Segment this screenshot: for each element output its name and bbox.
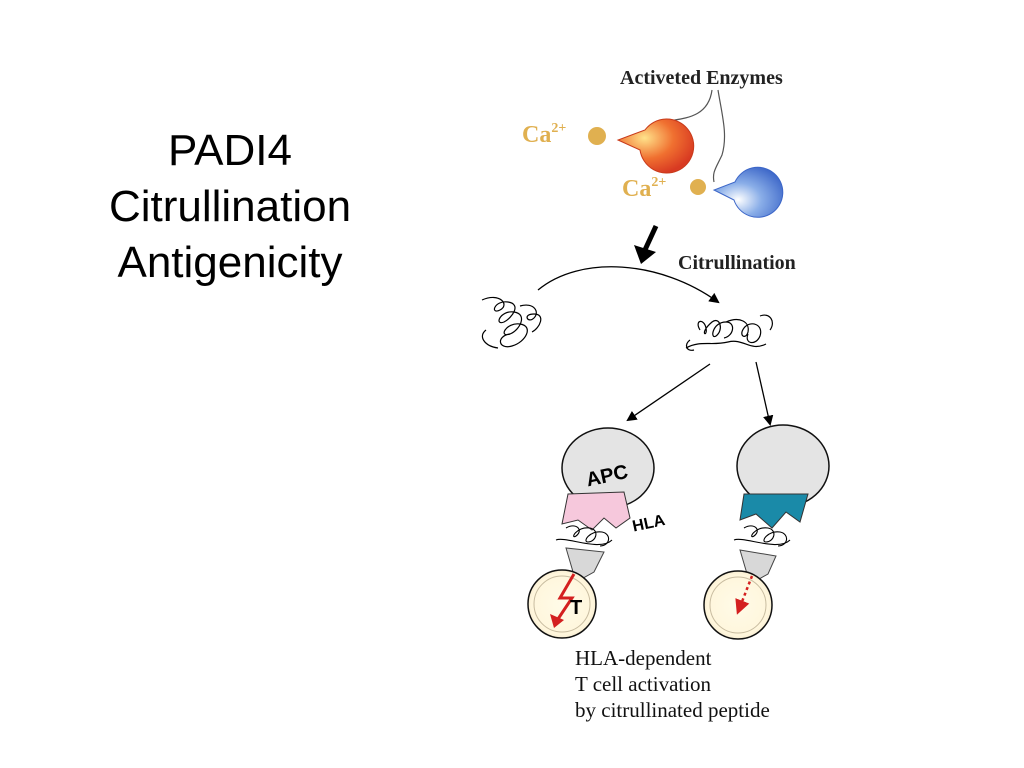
hla-molecule-pink [561, 491, 631, 531]
red-enzyme-icon [588, 118, 695, 174]
native-peptide-icon [481, 296, 542, 349]
citrullination-curved-arrow [537, 266, 720, 304]
title-line-padi4: PADI4 [168, 126, 292, 175]
bound-peptide-left-icon [555, 525, 613, 547]
hla-label: HLA [631, 512, 667, 536]
calcium-label-red: Ca2+ [522, 121, 566, 148]
title-line-citrullination: Citrullination [108, 182, 352, 231]
title-line-antigenicity: Antigenicity [117, 238, 343, 287]
caption: HLA-dependent T cell activation by citru… [575, 646, 770, 722]
citrullinated-peptide-icon [685, 314, 773, 351]
caption-line-1: HLA-dependent [575, 646, 712, 670]
t-cell-label: T [570, 597, 582, 619]
activation-signal-arrowhead [550, 614, 564, 628]
calcium-ion-blue-icon [690, 179, 706, 195]
slide-title: PADI4 Citrullination Antigenicity [40, 123, 420, 291]
bound-peptide-right-icon [733, 525, 791, 547]
enzyme-connector-blue [712, 89, 726, 183]
activation-signal-icon [554, 573, 576, 623]
caption-line-2: T cell activation [575, 672, 712, 696]
calcium-label-blue: Ca2+ [622, 175, 666, 202]
caption-line-3: by citrullinated peptide [575, 698, 770, 722]
t-cell-right [703, 570, 773, 640]
hla-molecule-teal [739, 493, 809, 529]
branch-arrow-right [755, 361, 774, 427]
t-cell-left [527, 569, 597, 639]
blue-enzyme-icon [690, 166, 784, 218]
citrullination-label: Citrullination [678, 252, 796, 274]
branch-arrow-left [626, 363, 711, 422]
calcium-ion-red-icon [588, 127, 606, 145]
enzymes-label: Activeted Enzymes [620, 67, 783, 89]
weak-signal-icon [735, 575, 754, 615]
down-arrow-icon [634, 224, 659, 264]
